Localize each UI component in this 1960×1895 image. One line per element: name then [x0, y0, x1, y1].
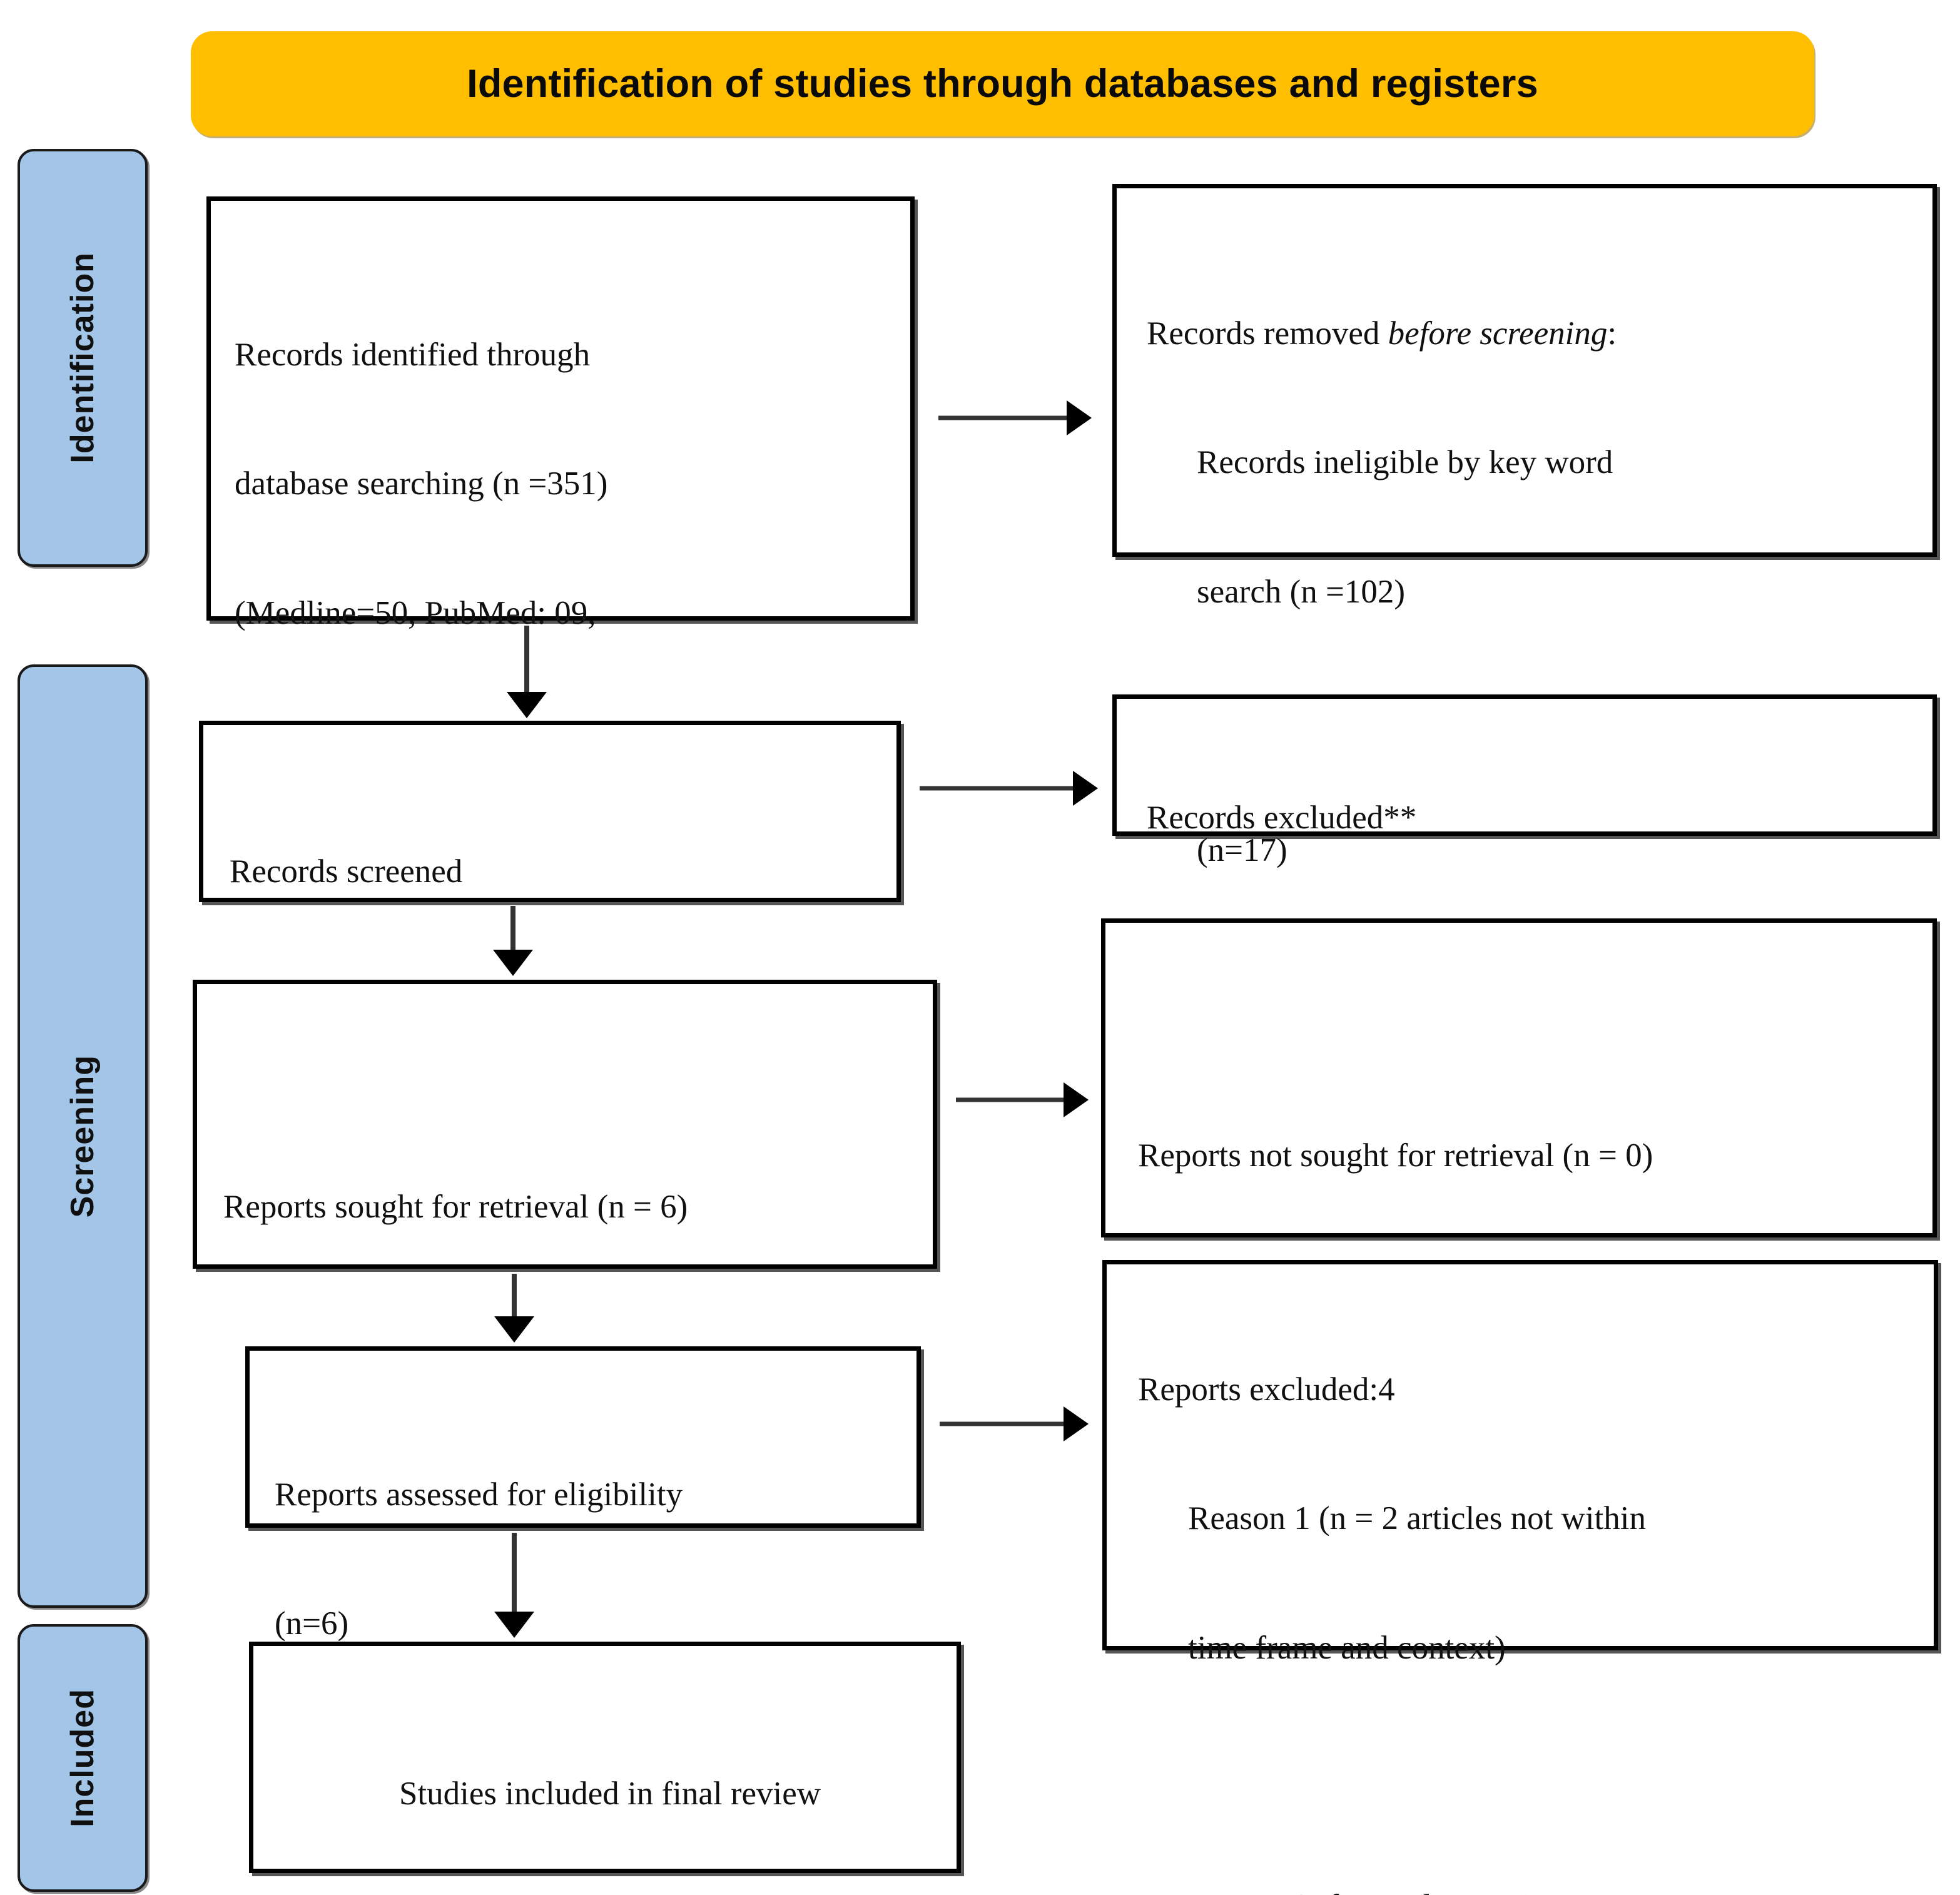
box-reports-not-sought-for-retrieval: Reports not sought for retrieval (n = 0)	[1101, 918, 1937, 1237]
line-sought-1: Reports sought for retrieval (n = 6)	[223, 1188, 688, 1225]
stage-label-screening-text: Screening	[64, 1054, 101, 1218]
arrow-shaft	[940, 1421, 1064, 1426]
arrow-head	[1067, 400, 1092, 435]
box-records-removed-before-screening: Records removed before screening: Record…	[1112, 184, 1937, 868]
arrow-identified-to-removed	[938, 400, 1092, 435]
line-removed-2: search (n =102)	[1197, 574, 1406, 611]
arrow-shaft	[510, 906, 515, 950]
box-records-excluded: Records excluded** (n = 226)	[1112, 694, 1937, 965]
box-reports-not-sought-text: Reports not sought for retrieval (n = 0)	[1138, 1048, 1920, 1263]
box-reports-assessed-text: Reports assessed for eligibility (n=6)	[275, 1387, 900, 1732]
removed-title-suffix: :	[1607, 315, 1617, 352]
stage-label-identification-text: Identification	[64, 252, 101, 464]
line-screened-1: Records screened	[230, 853, 463, 890]
box-reports-sought-text: Reports sought for retrieval (n = 6)	[223, 1099, 924, 1314]
arrow-head	[507, 692, 547, 718]
removed-title-italic: before screening	[1388, 315, 1608, 352]
line-reports-excluded-2: time frame and context)	[1188, 1630, 1506, 1667]
line-identified-2: database searching (n =351)	[235, 465, 608, 502]
line-reports-excluded-blank	[1138, 1756, 1926, 1799]
arrow-sought-to-not-sought	[956, 1082, 1089, 1117]
header-title: Identification of studies through databa…	[467, 62, 1538, 106]
line-reports-excluded-title: Reports excluded:4	[1138, 1371, 1395, 1408]
arrow-assessed-to-included	[494, 1533, 534, 1638]
box-reports-assessed-for-eligibility: Reports assessed for eligibility (n=6)	[245, 1346, 921, 1642]
arrow-shaft	[938, 415, 1067, 420]
box-studies-included-text: Studies included in final review (n = 02…	[272, 1686, 948, 1895]
diagram-header-banner: Identification of studies through databa…	[191, 31, 1814, 136]
arrow-screened-to-sought	[493, 906, 533, 976]
arrow-assessed-to-reports-excluded	[940, 1406, 1089, 1441]
stage-label-included-text: Included	[64, 1689, 101, 1827]
stage-label-screening: Screening	[18, 664, 148, 1608]
box-reports-sought-for-retrieval: Reports sought for retrieval (n = 6)	[193, 980, 937, 1269]
arrow-shaft	[512, 1533, 517, 1612]
line-reports-excluded-1: Reason 1 (n = 2 articles not within	[1188, 1500, 1647, 1537]
box-studies-included: Studies included in final review (n = 02…	[249, 1642, 961, 1873]
line-removed-1: Records ineligible by key word	[1197, 444, 1613, 481]
arrow-screened-to-excluded	[920, 771, 1098, 806]
box-reports-excluded: Reports excluded:4 Reason 1 (n = 2 artic…	[1102, 1260, 1938, 1895]
box-records-identified: Records identified through database sear…	[206, 196, 915, 1019]
line-records-excluded-1: Records excluded**	[1147, 799, 1417, 836]
line-removed-4: (n=17)	[1197, 832, 1287, 869]
arrow-shaft	[512, 1274, 517, 1316]
line-not-sought-1: Reports not sought for retrieval (n = 0)	[1138, 1137, 1653, 1174]
box-records-screened: Records screened (n =232)	[199, 721, 901, 1019]
arrow-head	[494, 1612, 534, 1638]
arrow-shaft	[920, 786, 1073, 791]
arrow-shaft	[956, 1097, 1064, 1102]
stage-label-included: Included	[18, 1624, 148, 1892]
arrow-head	[1064, 1082, 1089, 1117]
line-identified-1: Records identified through	[235, 336, 591, 373]
arrow-sought-to-assessed	[494, 1274, 534, 1343]
line-assessed-1: Reports assessed for eligibility	[275, 1476, 683, 1513]
line-assessed-2: (n=6)	[275, 1605, 349, 1642]
arrow-head	[1073, 771, 1098, 806]
arrow-head	[494, 1316, 534, 1343]
arrow-shaft	[524, 626, 529, 692]
line-identified-3: (Medline=50, PubMed: 09,	[235, 595, 596, 632]
line-included-1: Studies included in final review	[399, 1775, 821, 1812]
arrow-identified-to-screened	[507, 626, 547, 718]
removed-title-prefix: Records removed	[1147, 315, 1388, 352]
arrow-head	[1064, 1406, 1089, 1441]
line-reports-excluded-3: Reason 2: focused on patients not on	[1138, 1885, 1926, 1895]
arrow-head	[493, 950, 533, 976]
stage-label-identification: Identification	[18, 149, 148, 567]
box-reports-excluded-text: Reports excluded:4 Reason 1 (n = 2 artic…	[1138, 1282, 1926, 1895]
line-removed-title: Records removed before screening:	[1147, 312, 1922, 355]
